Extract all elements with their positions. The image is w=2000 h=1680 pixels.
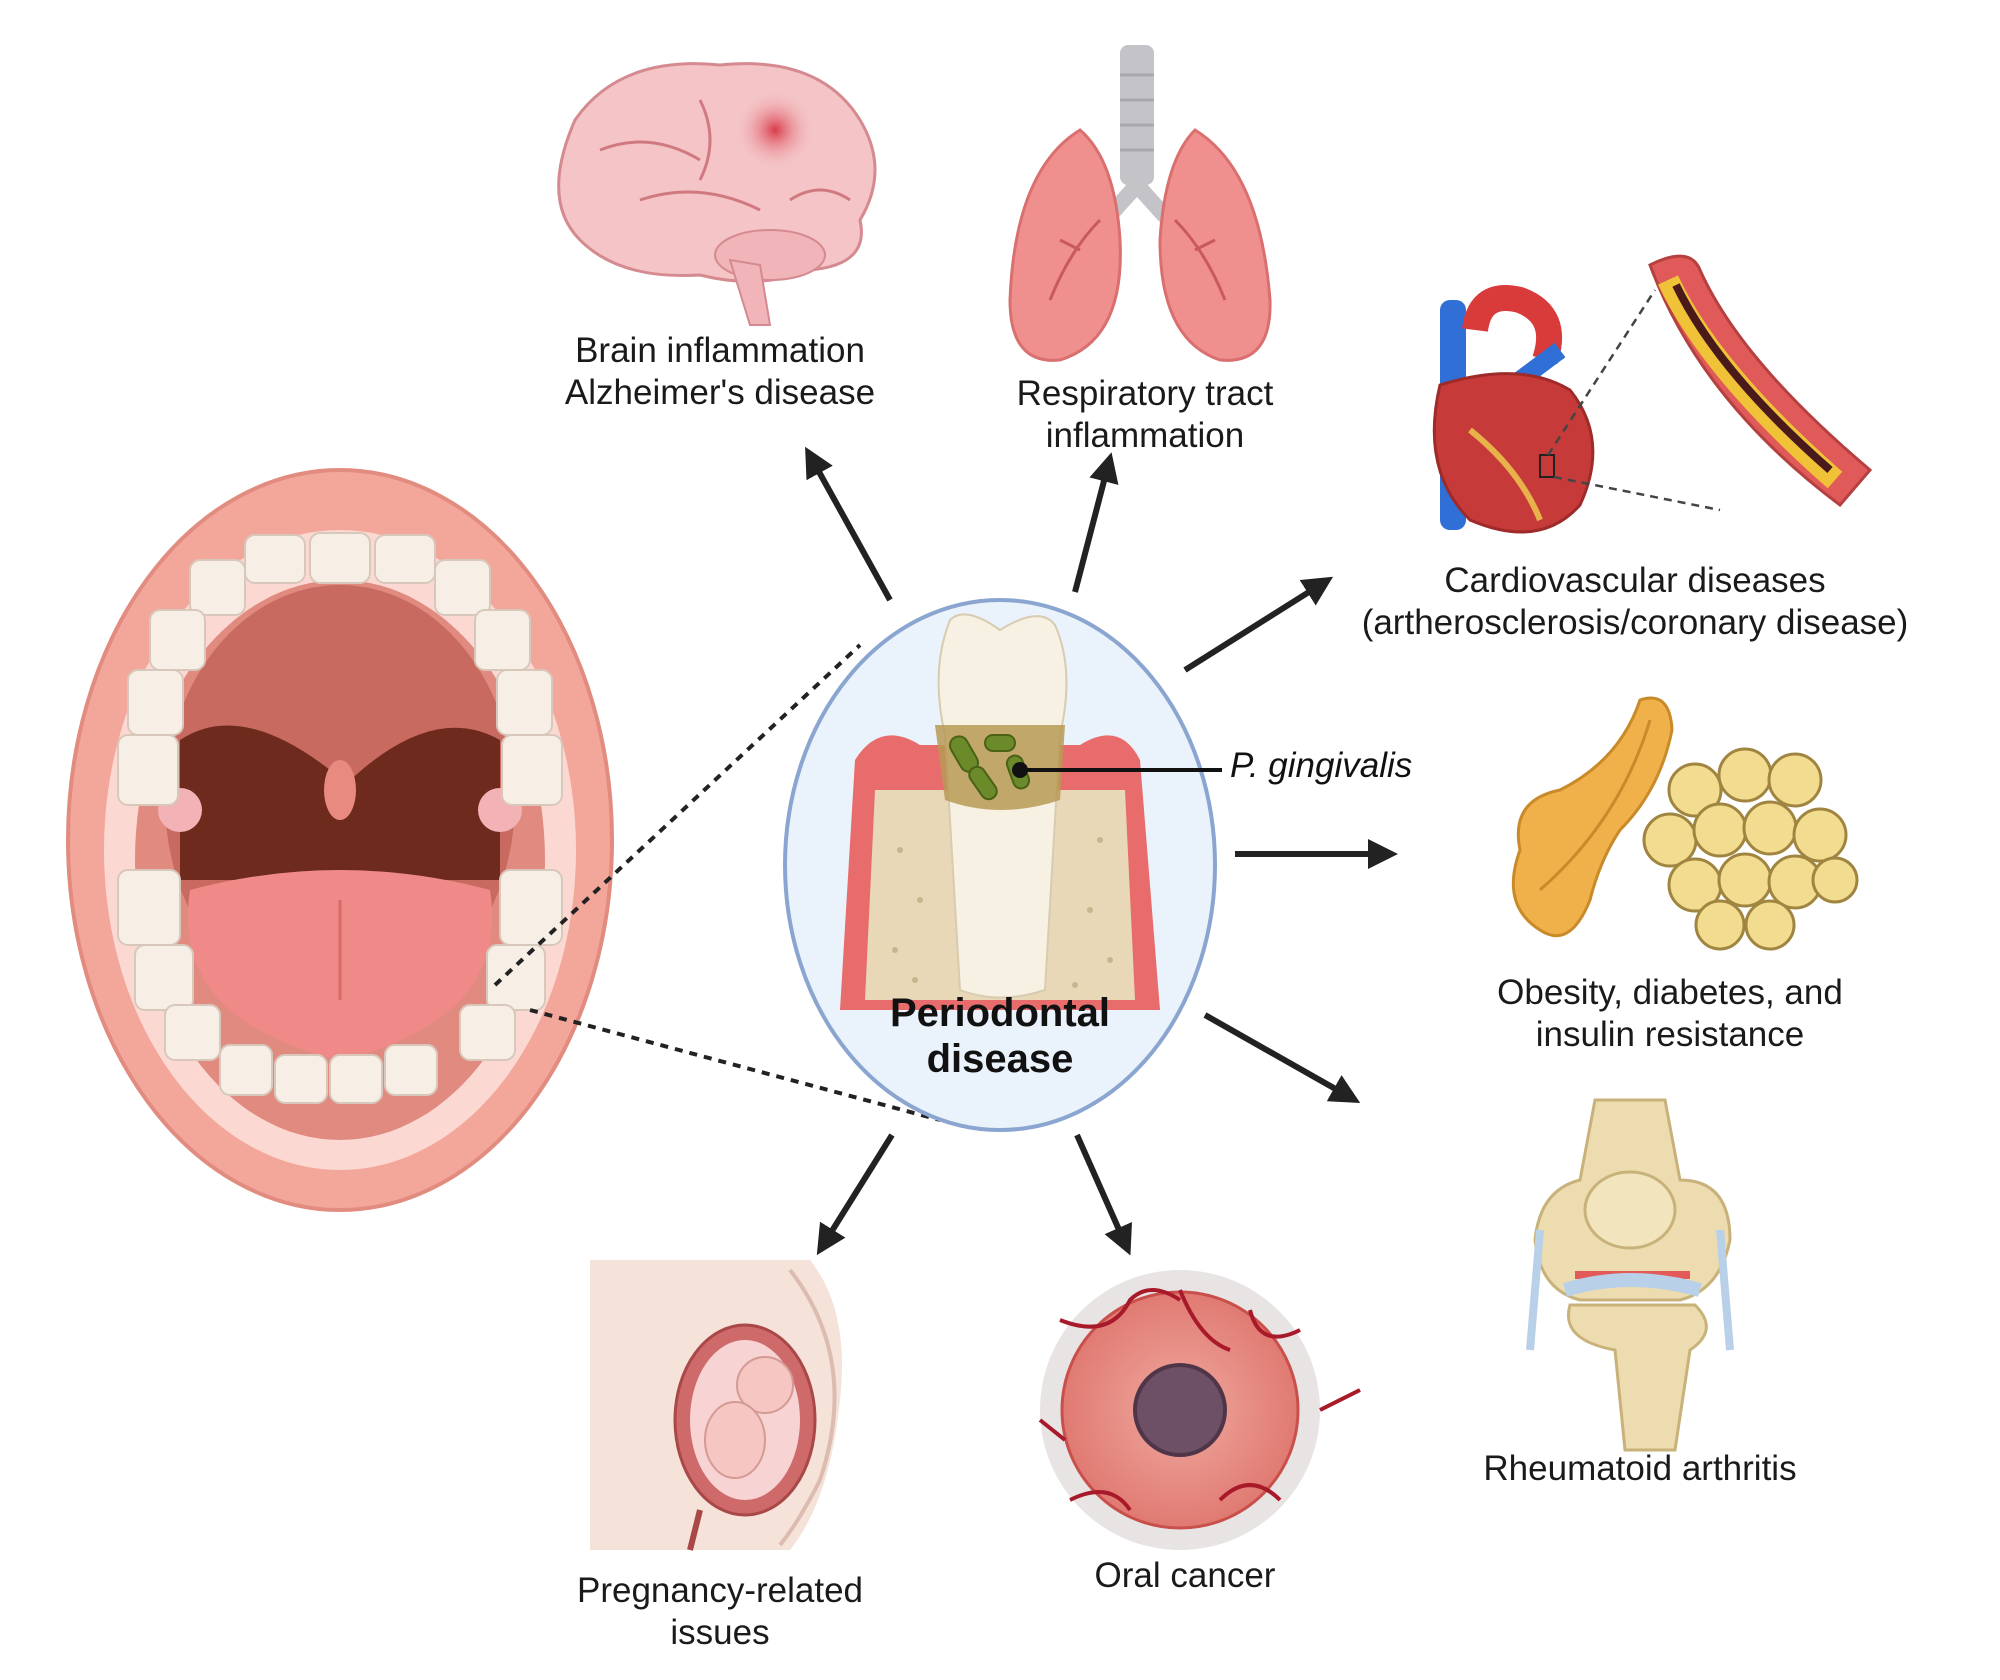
metabolic-label: Obesity, diabetes, and insulin resistanc… bbox=[1480, 972, 1860, 1056]
center-title-line2: disease bbox=[926, 1037, 1074, 1081]
lungs-label-line2: inflammation bbox=[1045, 416, 1245, 455]
heart-icon bbox=[1432, 285, 1595, 534]
pancreas-icon bbox=[1511, 696, 1674, 938]
heart-label-line2: (artherosclerosis/coronary disease) bbox=[1361, 603, 1909, 642]
zoom-connector-lines bbox=[1546, 289, 1721, 512]
pregnancy-icon bbox=[590, 1260, 842, 1551]
lungs-icon bbox=[1008, 45, 1272, 362]
knee-joint-icon bbox=[1526, 1098, 1734, 1452]
joint-label-line1: Rheumatoid arthritis bbox=[1483, 1449, 1797, 1488]
metabolic-label-line1: Obesity, diabetes, and bbox=[1497, 973, 1843, 1012]
center-title-line1: Periodontal bbox=[889, 991, 1111, 1035]
lungs-label: Respiratory tract inflammation bbox=[990, 373, 1300, 457]
center-title: Periodontal disease bbox=[820, 990, 1180, 1082]
pregnancy-label: Pregnancy-related issues bbox=[555, 1570, 885, 1654]
artery-icon bbox=[1648, 254, 1873, 508]
arrows bbox=[805, 446, 1398, 1256]
brain-label-line2: Alzheimer's disease bbox=[564, 373, 876, 412]
mouth-illustration bbox=[66, 468, 614, 1212]
dashed-connectors bbox=[493, 643, 941, 1122]
metabolic-label-line2: insulin resistance bbox=[1535, 1015, 1805, 1054]
brain-icon bbox=[557, 62, 877, 326]
pregnancy-label-line2: issues bbox=[670, 1613, 770, 1652]
cancer-label-line1: Oral cancer bbox=[1094, 1556, 1276, 1595]
pregnancy-label-line1: Pregnancy-related bbox=[577, 1571, 863, 1610]
brain-label-line1: Brain inflammation bbox=[575, 331, 865, 370]
oral-cancer-icon bbox=[1038, 1270, 1361, 1550]
cancer-label: Oral cancer bbox=[1045, 1555, 1325, 1597]
lungs-label-line1: Respiratory tract bbox=[1016, 374, 1274, 413]
brain-label: Brain inflammation Alzheimer's disease bbox=[540, 330, 900, 414]
fat-cells-icon bbox=[1642, 747, 1859, 951]
joint-label: Rheumatoid arthritis bbox=[1465, 1448, 1815, 1490]
periodontal-disease-node bbox=[783, 598, 1222, 1132]
heart-label-line1: Cardiovascular diseases bbox=[1444, 561, 1826, 600]
heart-label: Cardiovascular diseases (artherosclerosi… bbox=[1340, 560, 1930, 644]
pathogen-label: P. gingivalis bbox=[1230, 746, 1413, 785]
